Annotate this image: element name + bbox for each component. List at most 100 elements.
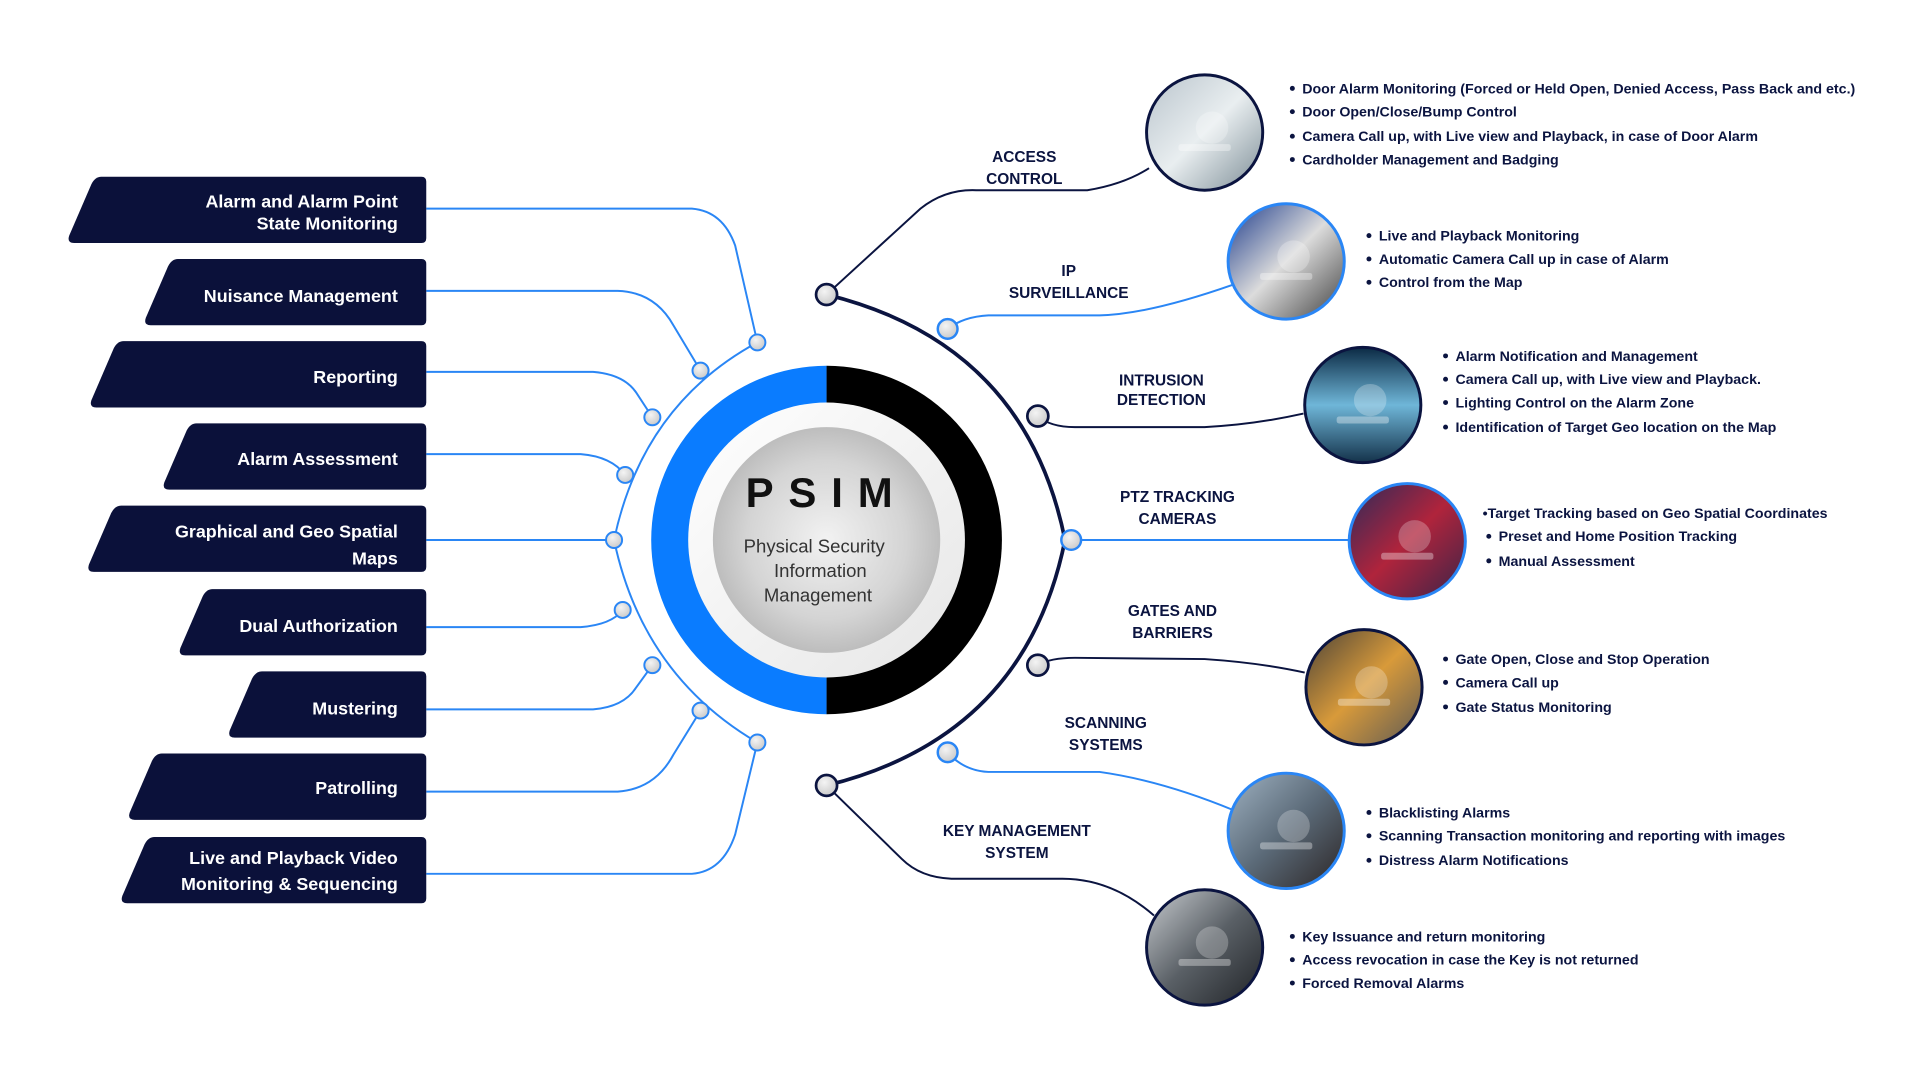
module-bullet: Scanning Transaction monitoring and repo… [1379,829,1786,845]
connector-access-control [825,167,1150,296]
hub-subtitle-1: Physical Security [744,535,886,556]
feature-box[interactable] [179,589,427,656]
module-title: SYSTEMS [1069,737,1143,754]
module-bullet: Alarm Notification and Management [1455,349,1698,365]
bullet-dot [1289,85,1295,91]
bullet-dot [1443,656,1449,662]
bullet-dot [1289,957,1295,963]
module-title: BARRIERS [1132,625,1213,642]
bullet-dot [1443,424,1449,430]
psim-hub: PSIM Physical Security Information Manag… [651,365,1002,715]
feature-label: Graphical and Geo Spatial [175,522,398,542]
module-bullet: Automatic Camera Call up in case of Alar… [1379,252,1669,268]
left-connectors [426,207,759,875]
connector-feature-9 [426,742,759,875]
feature-item[interactable]: Reporting [90,341,427,408]
module-bullet: Camera Call up, with Live view and Playb… [1455,372,1761,388]
feature-box[interactable] [68,176,427,243]
feature-item[interactable]: Alarm Assessment [163,423,427,490]
bullet-dot [1443,704,1449,710]
node [748,733,767,752]
module-title: CONTROL [986,171,1062,188]
hub-title: PSIM [746,469,908,516]
bullet-dot [1486,558,1492,564]
connector-feature-4 [426,453,626,476]
bullet-dot [1443,679,1449,685]
bullet-dot [1366,833,1372,839]
feature-label: Live and Playback Video [189,848,398,868]
bullet-dot [1289,157,1295,162]
feature-label: Mustering [312,698,398,718]
connector-gates-barriers [1037,656,1305,674]
bullet-dot [1366,857,1372,863]
node [814,773,839,798]
module-bullet: Control from the Map [1379,275,1523,291]
door-sensor-icon [1145,73,1265,192]
right-nodes [814,282,1083,798]
module-title: INTRUSION [1119,372,1204,389]
connector-scanning-systems [946,751,1234,811]
feature-box[interactable] [88,505,427,572]
module-bullet: Cardholder Management and Badging [1302,152,1558,168]
feature-item[interactable]: Nuisance Management [145,258,427,326]
feature-item[interactable]: Mustering [229,671,427,738]
feature-label: Patrolling [315,778,398,798]
module-title: PTZ TRACKING [1120,489,1235,506]
connector-feature-6 [426,609,624,629]
bullet-dot [1289,933,1295,939]
node [643,408,662,427]
feature-box[interactable] [90,341,427,408]
connector-feature-3 [426,370,654,418]
hub-inner [712,427,941,653]
feature-item[interactable]: Patrolling [129,753,427,820]
hub-subtitle-3: Management [764,584,872,605]
module-title: SYSTEM [985,845,1048,862]
node [1060,528,1083,552]
feature-label: Nuisance Management [204,286,398,306]
hub-subtitle-2: Information [774,560,867,581]
feature-box[interactable] [229,671,427,738]
module-bullet: •Target Tracking based on Geo Spatial Co… [1483,506,1828,522]
module-bullet: Manual Assessment [1499,554,1635,570]
connector-ip-surveillance [947,283,1234,330]
connector-feature-2 [426,289,702,372]
node [1025,653,1050,677]
feature-label: Dual Authorization [239,616,397,636]
module-bullet: Live and Playback Monitoring [1379,229,1579,245]
node [691,701,710,720]
data-corridor-icon [1303,345,1423,465]
connector-feature-7 [426,664,654,711]
module-bullet: Camera Call up [1455,675,1559,691]
feature-label: Reporting [313,367,398,387]
module-bullet: Door Open/Close/Bump Control [1302,105,1517,121]
feature-label: Monitoring & Sequencing [181,874,398,894]
feature-box[interactable] [121,837,427,904]
feature-item[interactable]: Dual Authorization [179,589,427,656]
cctv-camera-icon [1226,202,1346,321]
module-title: CAMERAS [1138,511,1216,528]
bullet-dot [1366,810,1372,815]
feature-box[interactable] [163,423,427,490]
feature-box[interactable] [129,753,427,820]
module-ptz-tracking-cameras: PTZ TRACKING CAMERAS •Target Tracking base… [1120,482,1828,601]
module-title: SCANNING [1065,715,1147,732]
node [1025,404,1050,428]
module-title: ACCESS [992,149,1056,166]
barrier-gate-icon [1304,628,1424,747]
module-bullet: Access revocation in case the Key is not… [1302,953,1638,969]
module-bullet: Camera Call up, with Live view and Playb… [1302,129,1758,145]
node [605,531,624,549]
node [936,741,959,764]
feature-box[interactable] [145,258,427,326]
module-bullet: Forced Removal Alarms [1302,976,1464,992]
module-title: SURVEILLANCE [1009,285,1129,302]
